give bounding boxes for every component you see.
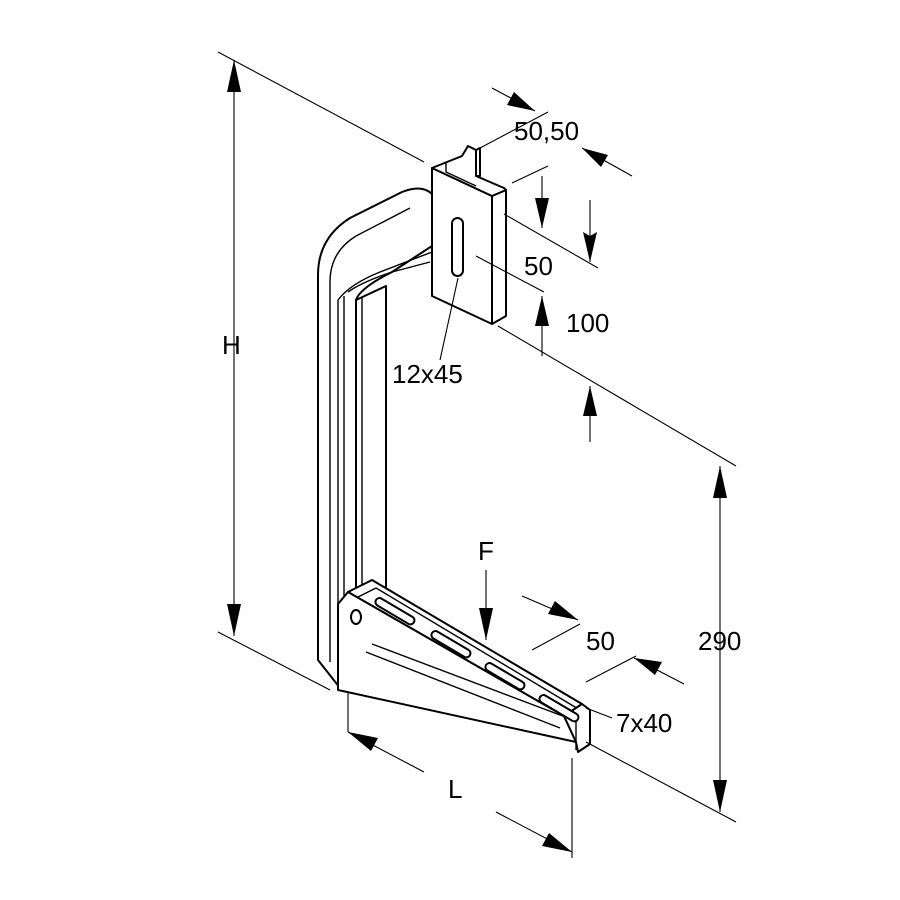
arm-slot [484,662,526,691]
label-force: F [478,536,494,566]
label-height-plate: 100 [566,308,609,338]
label-slot-top: 12x45 [392,359,463,389]
arm-slot [430,630,472,659]
cantilever-arm [337,579,591,753]
slot-12x45 [451,217,464,277]
top-plate [431,145,507,325]
dimension-lines [217,51,737,858]
arm-hole [350,609,362,625]
label-width-top: 50,50 [514,116,579,146]
label-height: H [222,330,241,360]
label-slot-arm: 7x40 [616,708,672,738]
arm-slot [538,694,580,723]
label-arm-width: 50 [586,626,615,656]
arm-slot [374,597,416,626]
label-offset: 290 [698,626,741,656]
dimension-labels: 50,50 50 100 12x45 H F 50 290 7x40 L [222,116,741,804]
label-depth-top: 50 [524,251,553,281]
label-length: L [448,774,462,804]
